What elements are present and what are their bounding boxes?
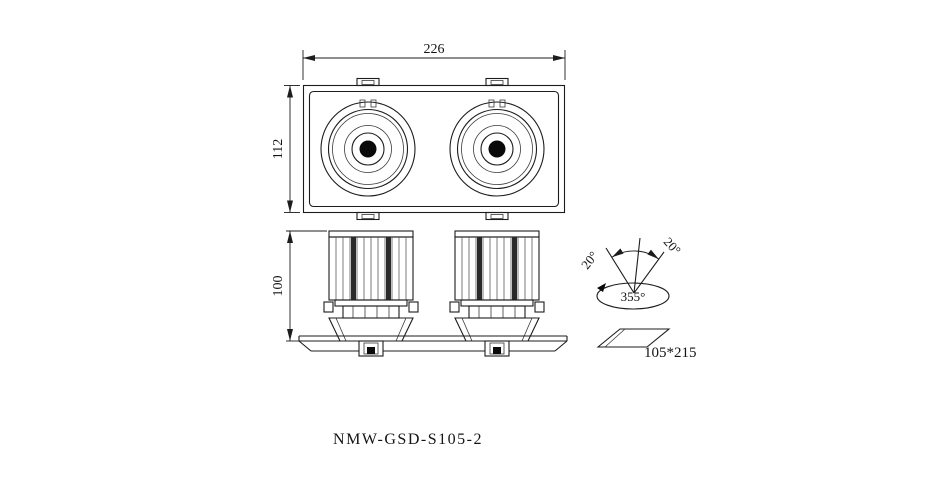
top-width-dimension: 226 <box>302 42 566 80</box>
spring-clip <box>534 301 545 313</box>
mounting-tabs <box>356 77 509 221</box>
cutout-fold-line <box>604 328 626 348</box>
top-width-dimension-label: 226 <box>424 42 445 57</box>
cutout-parallelogram <box>596 328 671 348</box>
heatsink-left <box>323 230 419 342</box>
gimbal-cup <box>454 317 540 342</box>
housing-inner-frame <box>308 90 560 208</box>
lamp-left-top <box>320 99 416 197</box>
tilt-left-angle-label: 20° <box>578 248 601 272</box>
spring-clip <box>323 301 334 313</box>
tilt-angle-diagram: 20° 20° 355° <box>578 234 684 310</box>
tilt-left-line <box>605 247 635 294</box>
top-height-dimension: 112 <box>271 85 300 213</box>
spring-clip <box>408 301 419 313</box>
tilt-right-line <box>633 251 665 294</box>
rotation-angle-label: 355° <box>621 289 646 304</box>
heatsink-fins <box>335 237 407 300</box>
tilt-center-line <box>633 237 641 294</box>
front-height-dimension: 100 <box>271 230 327 342</box>
led-source <box>488 140 506 158</box>
front-view: 100 <box>271 230 568 357</box>
heatsink-right <box>449 230 545 342</box>
spring-clip <box>449 301 460 313</box>
front-height-dimension-label: 100 <box>271 276 286 297</box>
rotation-ellipse <box>596 282 670 310</box>
lamp-right-top <box>449 99 545 197</box>
top-view: 226 112 <box>271 42 566 221</box>
housing-outer-frame <box>302 84 566 214</box>
cutout-size-label: 105*215 <box>644 345 697 361</box>
rotation-arrowhead <box>597 283 606 292</box>
tilt-arc <box>611 248 660 260</box>
cutout-symbol: 105*215 <box>596 328 697 361</box>
gimbal-foot-right <box>484 340 510 357</box>
tilt-right-angle-label: 20° <box>661 234 684 258</box>
trim-flange <box>298 335 568 352</box>
heatsink-fins <box>461 237 533 300</box>
model-label: NMW-GSD-S105-2 <box>333 431 483 448</box>
top-height-dimension-label: 112 <box>271 139 286 159</box>
gimbal-cup <box>328 317 414 342</box>
led-source <box>359 140 377 158</box>
gimbal-foot-left <box>358 340 384 357</box>
